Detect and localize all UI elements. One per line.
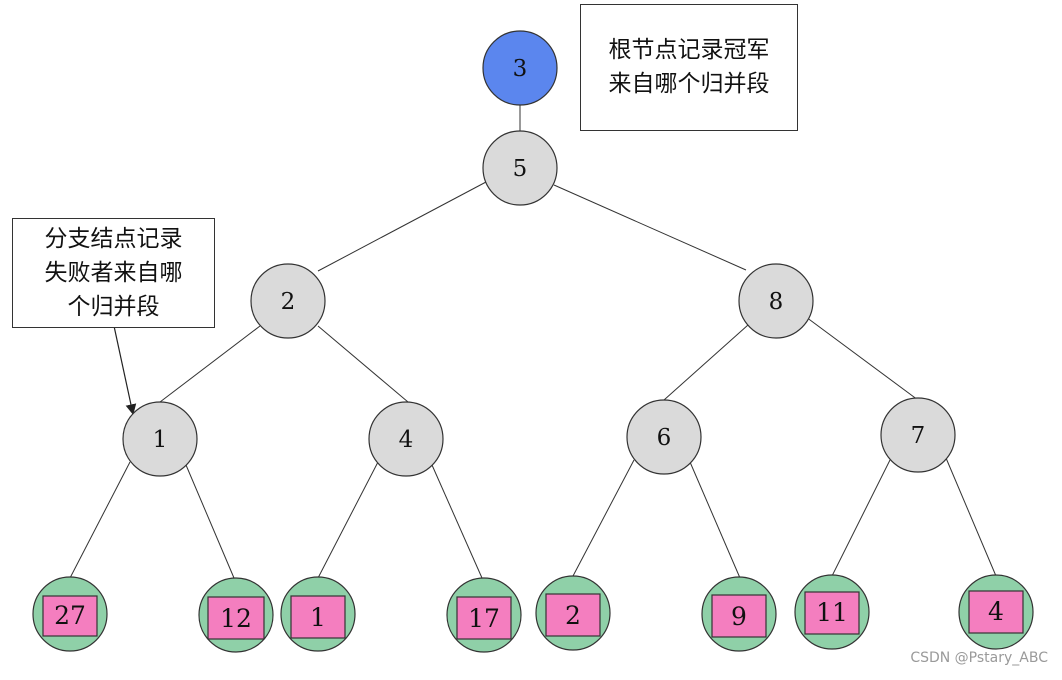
internal-node-circle: [626, 399, 702, 475]
callout-arrow: [113, 325, 137, 416]
edge-7-leaf11: [831, 459, 891, 577]
leaf-node: 4: [958, 574, 1034, 650]
internal-node: 1: [122, 401, 198, 477]
internal-node-circle: [250, 263, 326, 339]
branch-callout: 分支结点记录 失败者来自哪 个归并段: [12, 218, 215, 328]
leaf-value-box: [545, 593, 601, 637]
leaf-value: 9: [731, 602, 747, 631]
leaf-value-box: [290, 595, 346, 639]
edge-5-8: [553, 184, 747, 271]
edge-5-2: [317, 181, 487, 272]
root-callout: 根节点记录冠军 来自哪个归并段: [580, 4, 798, 131]
leaf-value-box: [207, 596, 265, 640]
leaf-value: 11: [816, 598, 848, 627]
internal-node: 2: [250, 263, 326, 339]
edge-6-leaf2: [572, 459, 635, 577]
internal-node: 4: [368, 401, 444, 477]
internal-node-circle: [738, 263, 814, 339]
leaf-value-box: [968, 590, 1024, 634]
branch-callout-line: 分支结点记录: [44, 226, 183, 252]
edge-8-7: [805, 316, 919, 401]
root-node-circle: [482, 30, 558, 106]
internal-node-circle: [482, 130, 558, 206]
edge-4-leaf17: [431, 464, 483, 579]
internal-node-label: 1: [153, 427, 168, 453]
leaf-node: 11: [794, 574, 870, 650]
leaf-node: 17: [446, 577, 522, 653]
internal-node-circle: [880, 397, 956, 473]
watermark: CSDN @Pstary_ABC: [910, 650, 1048, 666]
leaf-node: 1: [280, 576, 356, 652]
edge-2-4: [317, 325, 409, 403]
leaf-value-box: [456, 596, 512, 640]
leaf-node: 27: [32, 576, 108, 652]
internal-node: 5: [482, 130, 558, 206]
leaf-value: 2: [565, 601, 581, 630]
internal-node: 6: [626, 399, 702, 475]
leaf-value: 17: [468, 604, 500, 633]
root-callout-line: 来自哪个归并段: [608, 71, 770, 97]
internal-node-label: 4: [399, 427, 414, 453]
leaf-node: 12: [198, 577, 274, 653]
internal-node-label: 2: [281, 289, 296, 315]
internal-node: 7: [880, 397, 956, 473]
root-node-label: 3: [513, 56, 528, 82]
edge-8-6: [663, 324, 749, 401]
tree-edges: [69, 105, 997, 579]
edge-1-leaf12: [185, 464, 235, 579]
internal-node-label: 5: [513, 156, 528, 182]
root-node: 3: [482, 30, 558, 106]
leaf-node: 2: [535, 575, 611, 651]
internal-node-label: 7: [911, 423, 926, 449]
leaf-value: 1: [310, 603, 326, 632]
leaf-node: 9: [701, 576, 777, 652]
internal-node-label: 8: [769, 289, 784, 315]
leaf-value: 27: [54, 601, 86, 630]
edge-6-leaf9: [689, 461, 741, 579]
internal-node-circle: [122, 401, 198, 477]
edge-4-leaf1: [317, 461, 379, 579]
internal-node-label: 6: [657, 425, 672, 451]
leaf-value-box: [804, 591, 860, 635]
edge-1-leaf27: [69, 461, 131, 579]
edge-7-leaf4: [945, 457, 997, 577]
internal-node: 8: [738, 263, 814, 339]
leaf-value: 12: [220, 604, 252, 633]
leaf-value-box: [42, 595, 98, 637]
leaf-value: 4: [988, 597, 1004, 626]
internal-node-circle: [368, 401, 444, 477]
root-callout-line: 根节点记录冠军: [608, 37, 770, 63]
branch-callout-line: 个归并段: [67, 294, 160, 320]
branch-callout-line: 失败者来自哪: [44, 260, 183, 286]
edge-2-1: [159, 325, 261, 403]
leaf-value-box: [711, 594, 767, 638]
